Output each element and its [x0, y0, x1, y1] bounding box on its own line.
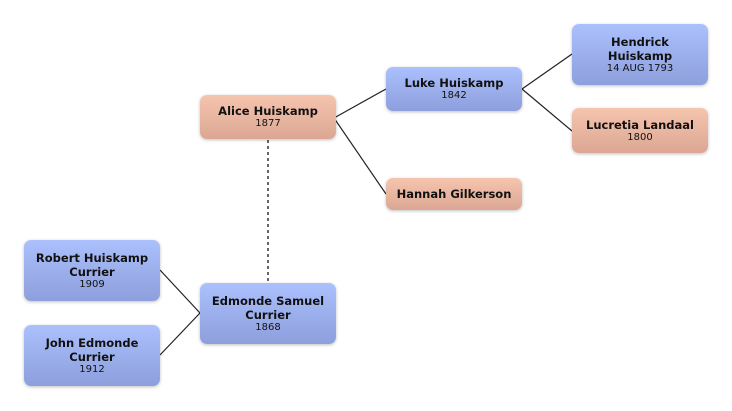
person-robert-huiskamp-currier[interactable]: Robert Huiskamp Currier 1909 — [24, 240, 160, 301]
line-alice-hannah — [333, 117, 387, 195]
person-luke-huiskamp[interactable]: Luke Huiskamp 1842 — [386, 67, 522, 111]
person-date: 1868 — [255, 321, 281, 333]
person-name: Alice Huiskamp — [218, 104, 318, 118]
line-john-edmonde — [159, 312, 201, 356]
person-john-edmonde-currier[interactable]: John Edmonde Currier 1912 — [24, 325, 160, 386]
person-hendrick-huiskamp[interactable]: Hendrick Huiskamp 14 AUG 1793 — [572, 24, 708, 85]
line-luke-hendrick — [521, 53, 573, 90]
person-name: John Edmonde Currier — [45, 335, 139, 364]
person-date: 1842 — [441, 90, 467, 101]
person-edmonde-samuel-currier[interactable]: Edmonde Samuel Currier 1868 — [200, 283, 336, 344]
person-name: Luke Huiskamp — [404, 76, 504, 90]
person-date: 14 AUG 1793 — [606, 62, 674, 74]
person-alice-huiskamp[interactable]: Alice Huiskamp 1877 — [200, 95, 336, 139]
person-date: 1877 — [255, 118, 281, 129]
line-alice-luke — [333, 88, 387, 119]
person-name: Hannah Gilkerson — [396, 187, 512, 201]
person-date: 1912 — [79, 363, 105, 375]
person-name: Edmonde Samuel Currier — [211, 293, 325, 322]
person-lucretia-landaal[interactable]: Lucretia Landaal 1800 — [572, 108, 708, 153]
person-name: Robert Huiskamp Currier — [35, 250, 149, 279]
person-name: Lucretia Landaal — [586, 117, 694, 132]
person-name: Hendrick Huiskamp — [607, 34, 673, 63]
person-date: 1800 — [627, 131, 653, 143]
line-robert-edmonde — [159, 269, 201, 314]
person-date: 1909 — [79, 278, 105, 290]
person-hannah-gilkerson[interactable]: Hannah Gilkerson — [386, 178, 522, 210]
line-luke-lucretia — [521, 88, 573, 132]
